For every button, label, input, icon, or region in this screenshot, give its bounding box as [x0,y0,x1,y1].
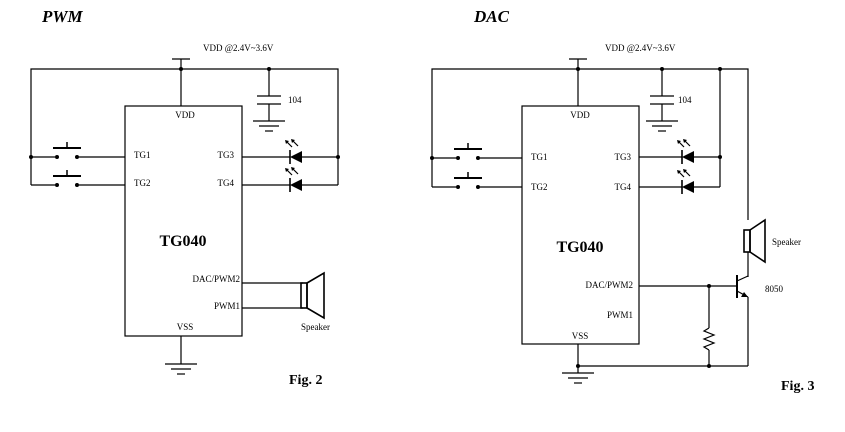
dac-npn-transistor-icon [639,275,749,366]
pwm-pin-vss: VSS [177,322,194,332]
dac-junction [576,364,580,368]
dac-junction [576,67,580,71]
dac-junction [718,155,722,159]
pwm-figure-label: Fig. 2 [289,373,322,388]
pwm-speaker-label: Speaker [301,322,330,332]
dac-cap-value: 104 [678,95,692,105]
dac-pin-vdd: VDD [570,110,590,120]
dac-led-tg4-icon [639,169,720,194]
dac-speaker-icon [743,218,766,277]
pwm-vdd-note: VDD @2.4V~3.6V [203,43,274,53]
pwm-led-tg3-icon [242,139,338,164]
dac-pin-tg3: TG3 [615,152,632,162]
dac-junction [707,364,711,368]
dac-push-button-tg1 [432,143,522,160]
pwm-cap-value: 104 [288,95,302,105]
dac-led-tg3-icon [639,139,720,164]
dac-cap-ground-icon [646,120,678,132]
dac-vdd-rail [431,58,749,220]
dac-pin-vss: VSS [572,331,589,341]
dac-figure-label: Fig. 3 [781,379,814,394]
dac-transistor-label: 8050 [765,284,784,294]
pwm-cap-ground-icon [253,120,285,132]
dac-title: DAC [473,7,510,26]
dac-chip-body [521,105,640,345]
pwm-push-button-tg1 [31,142,125,159]
dac-capacitor [650,95,674,121]
pwm-speaker-icon [242,271,325,320]
pwm-pin-pwm1: PWM1 [214,301,240,311]
dac-pin-tg2: TG2 [531,182,548,192]
dac-vdd-note: VDD @2.4V~3.6V [605,43,676,53]
dac-pin-pwm1: PWM1 [607,310,633,320]
dac-pin-tg1: TG1 [531,152,548,162]
pwm-capacitor [257,95,281,121]
pwm-vdd-rail [30,58,339,157]
dac-pin-tg4: TG4 [615,182,632,192]
pwm-led-tg4-icon [242,167,338,192]
pwm-chip-name: TG040 [159,233,206,250]
pwm-title: PWM [41,7,84,26]
pwm-pin-vdd: VDD [175,110,195,120]
pwm-junction [336,155,340,159]
pwm-pin-dac-pwm2: DAC/PWM2 [192,274,240,284]
dac-junction [660,67,664,71]
dac-schematic: DAC TG040 VDD VSS TG1 TG2 TG3 TG4 DAC/PW… [430,7,814,394]
pwm-pin-tg3: TG3 [218,150,235,160]
pwm-push-button-tg2 [31,170,125,187]
dac-resistor-icon [702,286,716,366]
dac-chip-name: TG040 [556,239,603,256]
dac-push-button-tg2 [432,172,522,189]
pwm-pin-tg4: TG4 [218,178,235,188]
dac-junction [718,67,722,71]
pwm-junction [267,67,271,71]
pwm-junction [179,67,183,71]
pwm-pin-tg1: TG1 [134,150,151,160]
pwm-chip-body [124,105,243,337]
pwm-schematic: PWM TG040 VDD VSS TG1 TG2 TG3 TG4 DAC/PW… [29,7,340,388]
pwm-ground-icon [165,336,197,375]
dac-ground-icon [562,344,748,384]
pwm-pin-tg2: TG2 [134,178,151,188]
dac-pin-dac-pwm2: DAC/PWM2 [585,280,633,290]
dac-speaker-label: Speaker [772,237,801,247]
